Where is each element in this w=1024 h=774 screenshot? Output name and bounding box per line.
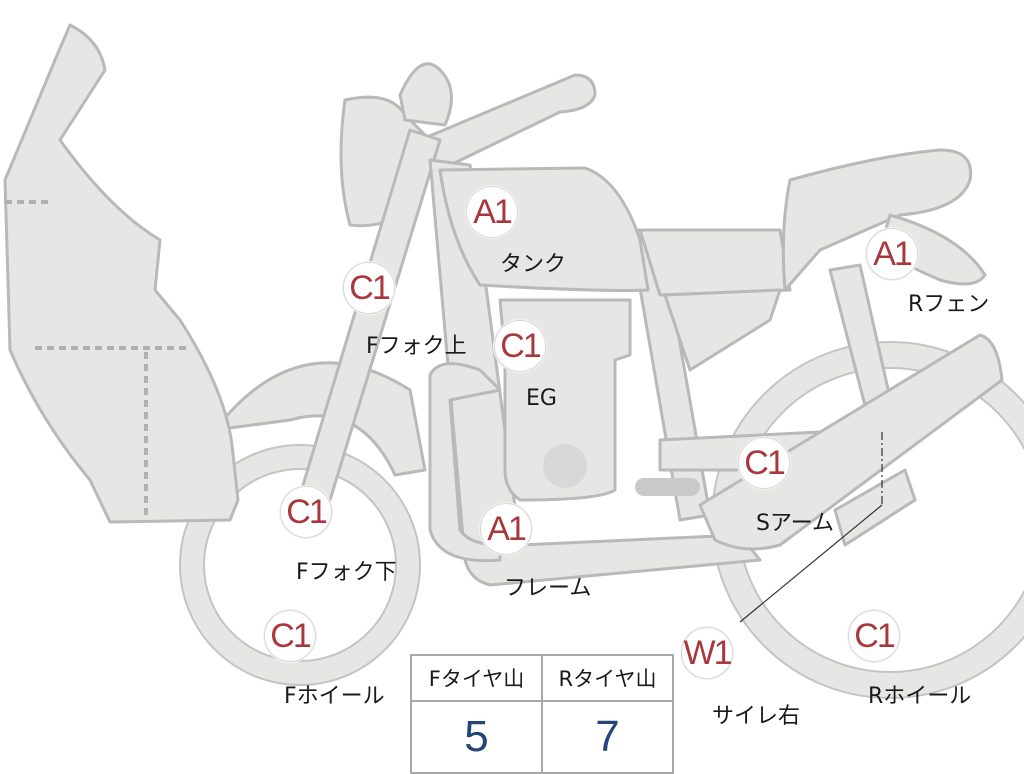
side-panel-shape bbox=[663, 288, 782, 372]
label-engine: EG bbox=[526, 386, 557, 411]
tire-tread-table: Fタイヤ山 Rタイヤ山 5 7 bbox=[410, 654, 674, 774]
label-rear-fender: Rフェン bbox=[908, 292, 990, 317]
label-muffler: サイレ右 bbox=[712, 704, 801, 729]
badge-frame: A1 bbox=[480, 503, 532, 555]
front-fork-shape bbox=[298, 128, 442, 502]
label-frame: フレーム bbox=[504, 576, 592, 601]
rear-tire-header: Rタイヤ山 bbox=[541, 654, 674, 702]
badge-fork-lower: C1 bbox=[280, 486, 332, 538]
exhaust-pipe-shape bbox=[428, 362, 502, 563]
badge-front-wheel: C1 bbox=[264, 610, 316, 662]
front-tire-header: Fタイヤ山 bbox=[410, 654, 543, 702]
badge-muffler: W1 bbox=[681, 627, 733, 679]
badge-rear-wheel: C1 bbox=[848, 610, 900, 662]
side-cover-shape bbox=[638, 228, 792, 297]
mirror-shape bbox=[398, 62, 453, 127]
muffler-shape bbox=[698, 333, 1004, 551]
label-rear-wheel: Rホイール bbox=[868, 684, 972, 709]
badge-engine: C1 bbox=[494, 320, 546, 372]
badge-fork-upper: C1 bbox=[343, 262, 395, 314]
label-swing-arm: Sアーム bbox=[756, 511, 834, 536]
seat-shape bbox=[781, 148, 973, 292]
footpeg-shape bbox=[635, 478, 700, 496]
front-tire-value: 5 bbox=[410, 700, 543, 774]
rear-tire-value: 7 bbox=[541, 700, 674, 774]
badge-rear-fender: A1 bbox=[866, 228, 918, 280]
handlebar-shape bbox=[418, 73, 597, 172]
label-fork-lower: Fフォク下 bbox=[296, 560, 397, 585]
label-fork-upper: Fフォク上 bbox=[366, 334, 467, 359]
badge-swing-arm: C1 bbox=[738, 437, 790, 489]
label-front-wheel: Fホイール bbox=[284, 684, 385, 709]
badge-tank: A1 bbox=[466, 186, 518, 238]
label-tank: タンク bbox=[500, 252, 567, 277]
fairing-shape bbox=[3, 23, 240, 524]
